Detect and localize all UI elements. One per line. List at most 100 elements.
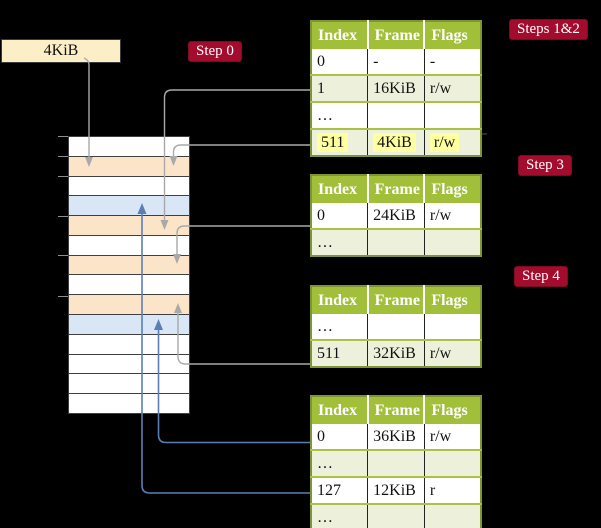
memory-row-white	[69, 334, 189, 355]
column-header: Frame	[367, 175, 426, 203]
table-cell: -	[367, 49, 425, 75]
table-row: …	[311, 449, 481, 477]
memory-row-peach	[69, 156, 189, 177]
table-cell	[367, 101, 425, 129]
column-header: Frame	[367, 396, 426, 424]
table-cell: 511	[311, 128, 369, 156]
table-cell: 1	[311, 74, 369, 102]
column-header: Frame	[367, 21, 426, 49]
table-cell: r/w	[429, 427, 452, 445]
table-cell: r/w	[424, 339, 481, 367]
memory-row-white	[69, 374, 189, 395]
memory-row-peach	[69, 255, 189, 276]
page-frame-box: 4KiB	[1, 39, 121, 63]
table-cell: …	[311, 101, 369, 129]
table-cell	[367, 314, 425, 340]
row-511-right-tick	[482, 133, 487, 135]
column-header: Flags	[424, 286, 481, 314]
table-cell	[424, 314, 481, 340]
column-header: Frame	[367, 286, 426, 314]
memory-address-tick	[58, 295, 68, 297]
table-cell: 32KiB	[367, 339, 425, 367]
table-cell	[367, 228, 425, 256]
badge-step-0: Step 0	[188, 41, 242, 62]
memory-row-peach	[69, 216, 189, 236]
table-cell: 12KiB	[367, 476, 425, 504]
memory-row-white	[69, 235, 189, 256]
table-cell: 4KiB	[367, 128, 425, 156]
table-cell	[424, 228, 481, 256]
memory-row-blue	[69, 196, 189, 217]
table-cell: 127	[311, 476, 369, 504]
column-header: Flags	[424, 175, 481, 203]
badge-step-3: Step 3	[518, 155, 572, 176]
table-cell: r/w	[429, 206, 452, 224]
table-cell: 0	[311, 424, 369, 450]
memory-address-tick	[58, 135, 68, 137]
arrow-step3-idx0-to-frame	[176, 225, 310, 255]
table-cell	[424, 503, 481, 528]
table-cell: …	[311, 503, 369, 528]
table-cell	[367, 449, 425, 477]
page-frame-label: 4KiB	[43, 42, 79, 59]
table-cell: -	[429, 52, 436, 70]
column-header: Index	[311, 286, 369, 314]
table-cell: …	[311, 314, 369, 340]
memory-address-tick	[58, 175, 68, 177]
table-cell: r	[424, 476, 481, 504]
table-row: 0--	[311, 49, 481, 75]
highlighted-value: 511	[317, 132, 349, 152]
table-cell: 24KiB	[367, 203, 425, 229]
arrow-step4-idx511-to-frame	[177, 312, 310, 365]
table-cell: 36KiB	[367, 424, 425, 450]
table-cell: r/w	[424, 128, 481, 156]
memory-row-white	[69, 354, 189, 375]
table-row: …	[311, 503, 481, 528]
memory-address-tick	[58, 254, 68, 256]
memory-row-white	[69, 176, 189, 197]
memory-row-white	[69, 137, 189, 157]
table-cell	[424, 101, 481, 129]
memory-column	[68, 136, 190, 414]
table-row: …	[311, 228, 481, 256]
column-header: Flags	[424, 396, 481, 424]
column-header: Index	[311, 21, 369, 49]
memory-row-blue	[69, 315, 189, 335]
badge-steps-1-2: Steps 1&2	[509, 19, 588, 40]
memory-row-white	[69, 394, 189, 413]
memory-row-white	[69, 275, 189, 296]
arrow-root-idx511-to-frame	[172, 144, 310, 157]
memory-row-peach	[69, 295, 189, 316]
table-row: …	[311, 314, 481, 340]
table-cell	[424, 449, 481, 477]
column-header: Flags	[424, 21, 481, 49]
highlighted-value: r/w	[429, 132, 460, 152]
badge-step-4: Step 4	[514, 266, 568, 287]
table-cell: …	[311, 228, 369, 256]
column-header: Index	[311, 175, 369, 203]
column-header: Index	[311, 396, 369, 424]
memory-address-tick	[58, 155, 68, 157]
table-cell: 0	[311, 203, 369, 229]
table-cell: 16KiB	[367, 74, 425, 102]
table-cell	[367, 503, 425, 528]
table-cell: r/w	[424, 74, 481, 102]
memory-address-tick	[58, 215, 68, 217]
table-cell: 511	[311, 339, 369, 367]
table-row: …	[311, 101, 481, 129]
